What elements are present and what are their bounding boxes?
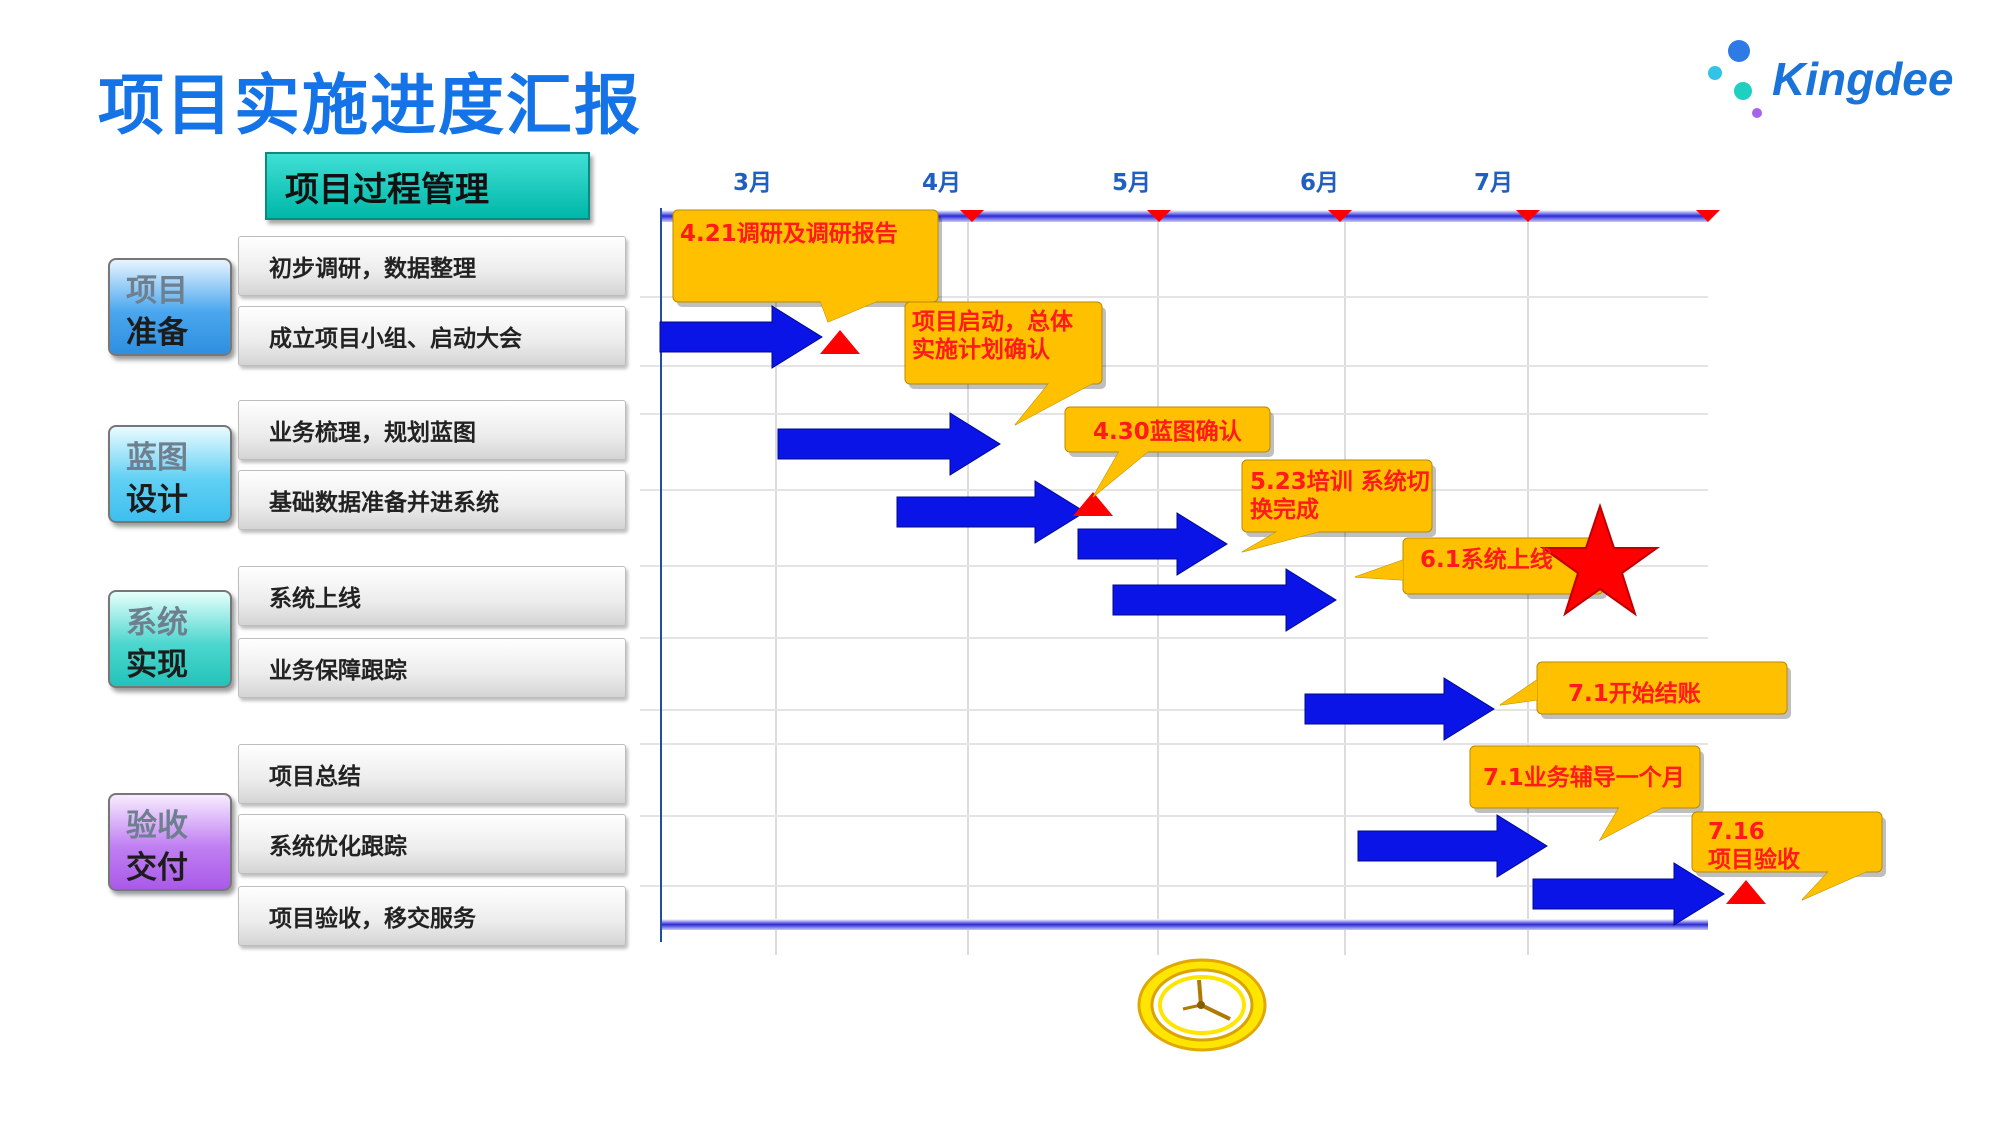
- callout-bubble: [1691, 811, 1886, 901]
- task-item: 业务保障跟踪: [238, 638, 626, 698]
- process-management-header: 项目过程管理: [265, 152, 590, 220]
- callout-box: [1064, 406, 1271, 453]
- task-arrow: [1077, 512, 1228, 576]
- month-label: 3月: [733, 170, 773, 196]
- task-item: 系统优化跟踪: [238, 814, 626, 874]
- go-live-star: [1539, 502, 1661, 617]
- callout-box: [1241, 459, 1433, 533]
- callout-text: 7.16 项目验收: [1708, 818, 1800, 874]
- phase-label-line1: 系统: [126, 605, 188, 641]
- callout-text: 项目启动，总体 实施计划确认: [912, 308, 1073, 364]
- milestone-triangle: [820, 330, 860, 354]
- callout-bubble: [1064, 406, 1274, 498]
- callout-line: 实施计划确认: [912, 337, 1050, 363]
- logo-dot-blue: [1728, 40, 1750, 62]
- task-arrow: [1357, 814, 1548, 878]
- callout-tail-cover: [1500, 680, 1537, 705]
- callout-line: 项目启动，总体: [912, 309, 1073, 335]
- callout-bubble: [1469, 745, 1704, 842]
- task-arrow: [1304, 677, 1495, 741]
- callout-line: 5.23培训 系统切: [1250, 469, 1430, 495]
- task-arrow: [1112, 568, 1337, 632]
- task-arrow: [777, 412, 1001, 476]
- phase-label-line2: 设计: [126, 482, 188, 518]
- month-tick: [1696, 210, 1720, 222]
- task-item: 基础数据准备并进系统: [238, 470, 626, 530]
- callout-tail-cover: [1093, 450, 1150, 497]
- callout-bubble: [904, 301, 1106, 426]
- callout-text: 4.21调研及调研报告: [680, 220, 898, 248]
- callout-box: [1691, 811, 1883, 873]
- callout-tail-cover: [1242, 530, 1325, 552]
- milestone-triangle: [1073, 492, 1113, 516]
- callout-tail-cover: [1015, 382, 1095, 425]
- callouts: [672, 209, 1886, 901]
- callout-line: 项目验收: [1708, 847, 1800, 873]
- callout-tail-cover: [820, 300, 880, 322]
- phase-acceptance: 验收 交付: [108, 793, 232, 891]
- phase-label-line2: 准备: [126, 315, 188, 351]
- logo-dot-teal: [1734, 82, 1752, 100]
- callout-text: 6.1系统上线: [1420, 546, 1553, 574]
- phase-prepare: 项目 准备: [108, 258, 232, 356]
- task-item: 业务梳理，规划蓝图: [238, 400, 626, 460]
- month-label: 4月: [922, 170, 962, 196]
- callout-line: 7.1开始结账: [1568, 681, 1701, 707]
- logo-text: Kingdee: [1772, 53, 1954, 105]
- phase-blueprint: 蓝图 设计: [108, 425, 232, 523]
- logo-dot-cyan-left: [1708, 66, 1722, 80]
- task-arrows: [659, 305, 1725, 926]
- milestone-markers: [820, 330, 1766, 904]
- phase-system: 系统 实现: [108, 590, 232, 688]
- callout-line: 4.21调研及调研报告: [680, 221, 898, 247]
- callout-line: 7.1业务辅导一个月: [1483, 765, 1685, 791]
- callout-bubble: [1241, 459, 1436, 553]
- callout-line: 6.1系统上线: [1420, 547, 1553, 573]
- kingdee-logo: Kingdee: [1700, 32, 1960, 132]
- timeline-bottom-rail: [660, 919, 1708, 930]
- month-tick: [1147, 210, 1171, 222]
- callout-bubble: [1499, 661, 1791, 719]
- milestone-triangle: [1726, 880, 1766, 904]
- callout-bubble: [672, 209, 942, 323]
- task-item: 成立项目小组、启动大会: [238, 306, 626, 366]
- callout-line: 4.30蓝图确认: [1093, 419, 1242, 445]
- callout-text: 7.1业务辅导一个月: [1483, 764, 1685, 792]
- callout-text: 7.1开始结账: [1568, 680, 1701, 708]
- task-arrow: [659, 305, 823, 369]
- callout-box: [672, 209, 939, 303]
- callout-text: 4.30蓝图确认: [1093, 418, 1242, 446]
- task-item: 项目总结: [238, 744, 626, 804]
- month-label: 6月: [1300, 170, 1340, 196]
- callout-box: [1469, 745, 1701, 809]
- phase-label-line1: 蓝图: [126, 440, 188, 476]
- task-item: 项目验收，移交服务: [238, 886, 626, 946]
- clock-icon: [1137, 958, 1267, 1052]
- phase-label-line2: 交付: [126, 850, 188, 886]
- callout-tail-cover: [1600, 806, 1665, 840]
- month-ticks: [741, 210, 1720, 222]
- month-label: 5月: [1112, 170, 1152, 196]
- month-label: 7月: [1474, 170, 1514, 196]
- task-arrow: [896, 480, 1086, 544]
- phase-label-line1: 项目: [126, 273, 188, 309]
- task-item: 初步调研，数据整理: [238, 236, 626, 296]
- callout-box: [904, 301, 1103, 385]
- month-tick: [960, 210, 984, 222]
- callout-tail-cover: [1355, 560, 1403, 580]
- month-tick: [1328, 210, 1352, 222]
- logo-dot-purple: [1752, 108, 1762, 118]
- page-title: 项目实施进度汇报: [98, 67, 642, 144]
- callout-text: 5.23培训 系统切 换完成: [1250, 468, 1430, 524]
- task-arrow: [1532, 862, 1725, 926]
- callout-tail-cover: [1802, 870, 1870, 900]
- callout-line: 换完成: [1250, 497, 1319, 523]
- phase-label-line1: 验收: [126, 808, 188, 844]
- phase-label-line2: 实现: [126, 647, 188, 683]
- month-tick: [1516, 210, 1540, 222]
- callout-line: 7.16: [1708, 819, 1765, 845]
- task-item: 系统上线: [238, 566, 626, 626]
